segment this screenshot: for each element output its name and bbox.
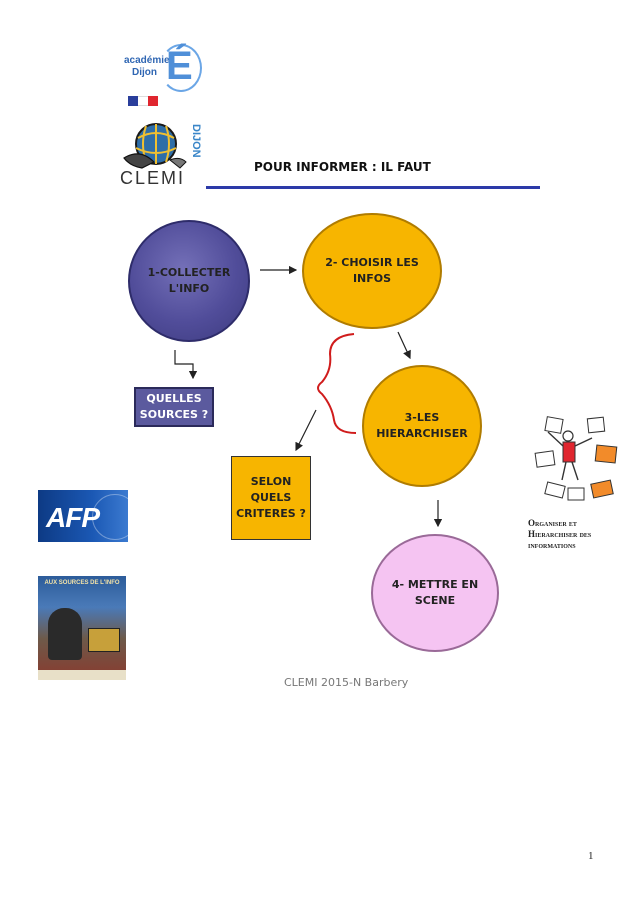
node-collecter-label: 1-COLLECTER L'INFO bbox=[147, 266, 231, 295]
clemi-logo-dijon: DIJON bbox=[190, 124, 202, 158]
academie-dijon-logo: académie Dijon É bbox=[118, 42, 208, 120]
node-mettre-en-scene: 4- METTRE EN SCENE bbox=[371, 534, 499, 652]
node-hierarchiser: 3-LES HIERARCHISER bbox=[362, 365, 482, 487]
credit-line: CLEMI 2015-N Barbery bbox=[284, 676, 409, 689]
clemi-logo: CLEMI DIJON bbox=[120, 118, 210, 190]
heading-underline bbox=[206, 186, 540, 189]
french-flag-icon bbox=[128, 96, 158, 106]
node-collecter-info: 1-COLLECTER L'INFO bbox=[128, 220, 250, 342]
page-number: 1 bbox=[588, 850, 594, 862]
book-cover-strip bbox=[38, 670, 126, 680]
book-cover-screen bbox=[88, 628, 120, 652]
red-brace bbox=[317, 333, 357, 434]
clemi-globe-icon bbox=[123, 123, 187, 169]
arrow-collecter-to-sources bbox=[174, 350, 198, 380]
afp-globe-icon bbox=[92, 494, 128, 540]
afp-logo: AFP bbox=[38, 490, 128, 542]
node-mettre-label: 4- METTRE EN SCENE bbox=[391, 578, 479, 607]
arrow-choisir-to-hierarchiser bbox=[397, 331, 411, 360]
organiser-caption: Organiser et Hierarchiser des informatio… bbox=[528, 518, 592, 550]
node-choisir-infos: 2- CHOISIR LES INFOS bbox=[302, 213, 442, 329]
academie-logo-line2: Dijon bbox=[132, 67, 157, 78]
node-choisir-label: 2- CHOISIR LES INFOS bbox=[325, 256, 419, 285]
book-cover-image: AUX SOURCES DE L'INFO bbox=[38, 576, 126, 680]
organiser-illustration bbox=[534, 416, 618, 501]
book-cover-title: AUX SOURCES DE L'INFO bbox=[44, 580, 120, 586]
page-heading: POUR INFORMER : IL FAUT bbox=[254, 160, 431, 174]
academie-logo-line1: académie bbox=[124, 55, 170, 66]
box-criteres-label: SELON QUELS CRITERES ? bbox=[236, 475, 306, 520]
clemi-logo-text: CLEMI bbox=[120, 168, 186, 188]
box-sources-label: QUELLES SOURCES ? bbox=[139, 392, 209, 421]
arrow-brace-to-criteres bbox=[295, 409, 317, 452]
box-quels-criteres: SELON QUELS CRITERES ? bbox=[231, 456, 311, 540]
academie-logo-arc bbox=[160, 44, 202, 92]
box-quelles-sources: QUELLES SOURCES ? bbox=[134, 387, 214, 427]
afp-logo-text: AFP bbox=[46, 502, 100, 533]
node-hierarchiser-label: 3-LES HIERARCHISER bbox=[376, 411, 468, 440]
academie-logo-letter: É bbox=[166, 44, 193, 88]
book-cover-figure bbox=[48, 608, 82, 660]
